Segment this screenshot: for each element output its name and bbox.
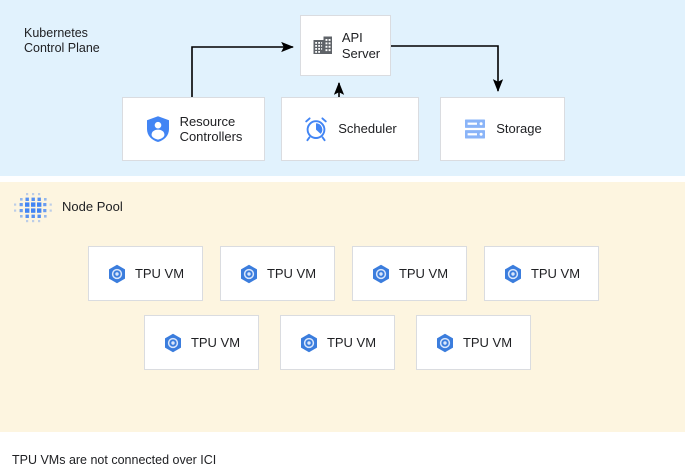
- hexagon-gear-icon: [107, 264, 127, 284]
- tpu-vm-box[interactable]: TPU VM: [144, 315, 259, 370]
- footer-note: TPU VMs are not connected over ICI: [12, 453, 217, 467]
- tpu-vm-box[interactable]: TPU VM: [88, 246, 203, 301]
- dot-matrix-icon: [12, 192, 54, 226]
- tpu-vm-label: TPU VM: [326, 334, 377, 350]
- tpu-vm-box[interactable]: TPU VM: [416, 315, 531, 370]
- building-icon: [311, 34, 335, 58]
- hexagon-gear-icon: [371, 264, 391, 284]
- node-storage[interactable]: Storage: [440, 97, 565, 161]
- tpu-vm-box[interactable]: TPU VM: [280, 315, 395, 370]
- tpu-vm-box[interactable]: TPU VM: [220, 246, 335, 301]
- tpu-vm-label: TPU VM: [530, 265, 581, 281]
- hexagon-gear-icon: [299, 333, 319, 353]
- tpu-vm-label: TPU VM: [266, 265, 317, 281]
- alarm-clock-icon: [303, 116, 329, 142]
- node-resource-controllers[interactable]: Resource Controllers: [122, 97, 265, 161]
- control-plane-label: Kubernetes Control Plane: [24, 26, 100, 55]
- node-pool-panel: [0, 182, 685, 432]
- tpu-vm-label: TPU VM: [462, 334, 513, 350]
- tpu-vm-box[interactable]: TPU VM: [352, 246, 467, 301]
- api-server-label: API Server: [341, 30, 381, 61]
- node-api-server[interactable]: API Server: [300, 15, 391, 76]
- hexagon-gear-icon: [239, 264, 259, 284]
- tpu-vm-box[interactable]: TPU VM: [484, 246, 599, 301]
- tpu-vm-label: TPU VM: [190, 334, 241, 350]
- node-pool-label: Node Pool: [62, 199, 123, 214]
- resource-controllers-label: Resource Controllers: [179, 113, 243, 145]
- tpu-vm-label: TPU VM: [398, 265, 449, 281]
- hexagon-gear-icon: [163, 333, 183, 353]
- tpu-vm-label: TPU VM: [134, 265, 185, 281]
- server-rack-icon: [463, 117, 487, 141]
- storage-label: Storage: [496, 121, 542, 137]
- scheduler-label: Scheduler: [338, 121, 397, 137]
- node-scheduler[interactable]: Scheduler: [281, 97, 419, 161]
- shield-person-icon: [145, 115, 171, 143]
- hexagon-gear-icon: [503, 264, 523, 284]
- hexagon-gear-icon: [435, 333, 455, 353]
